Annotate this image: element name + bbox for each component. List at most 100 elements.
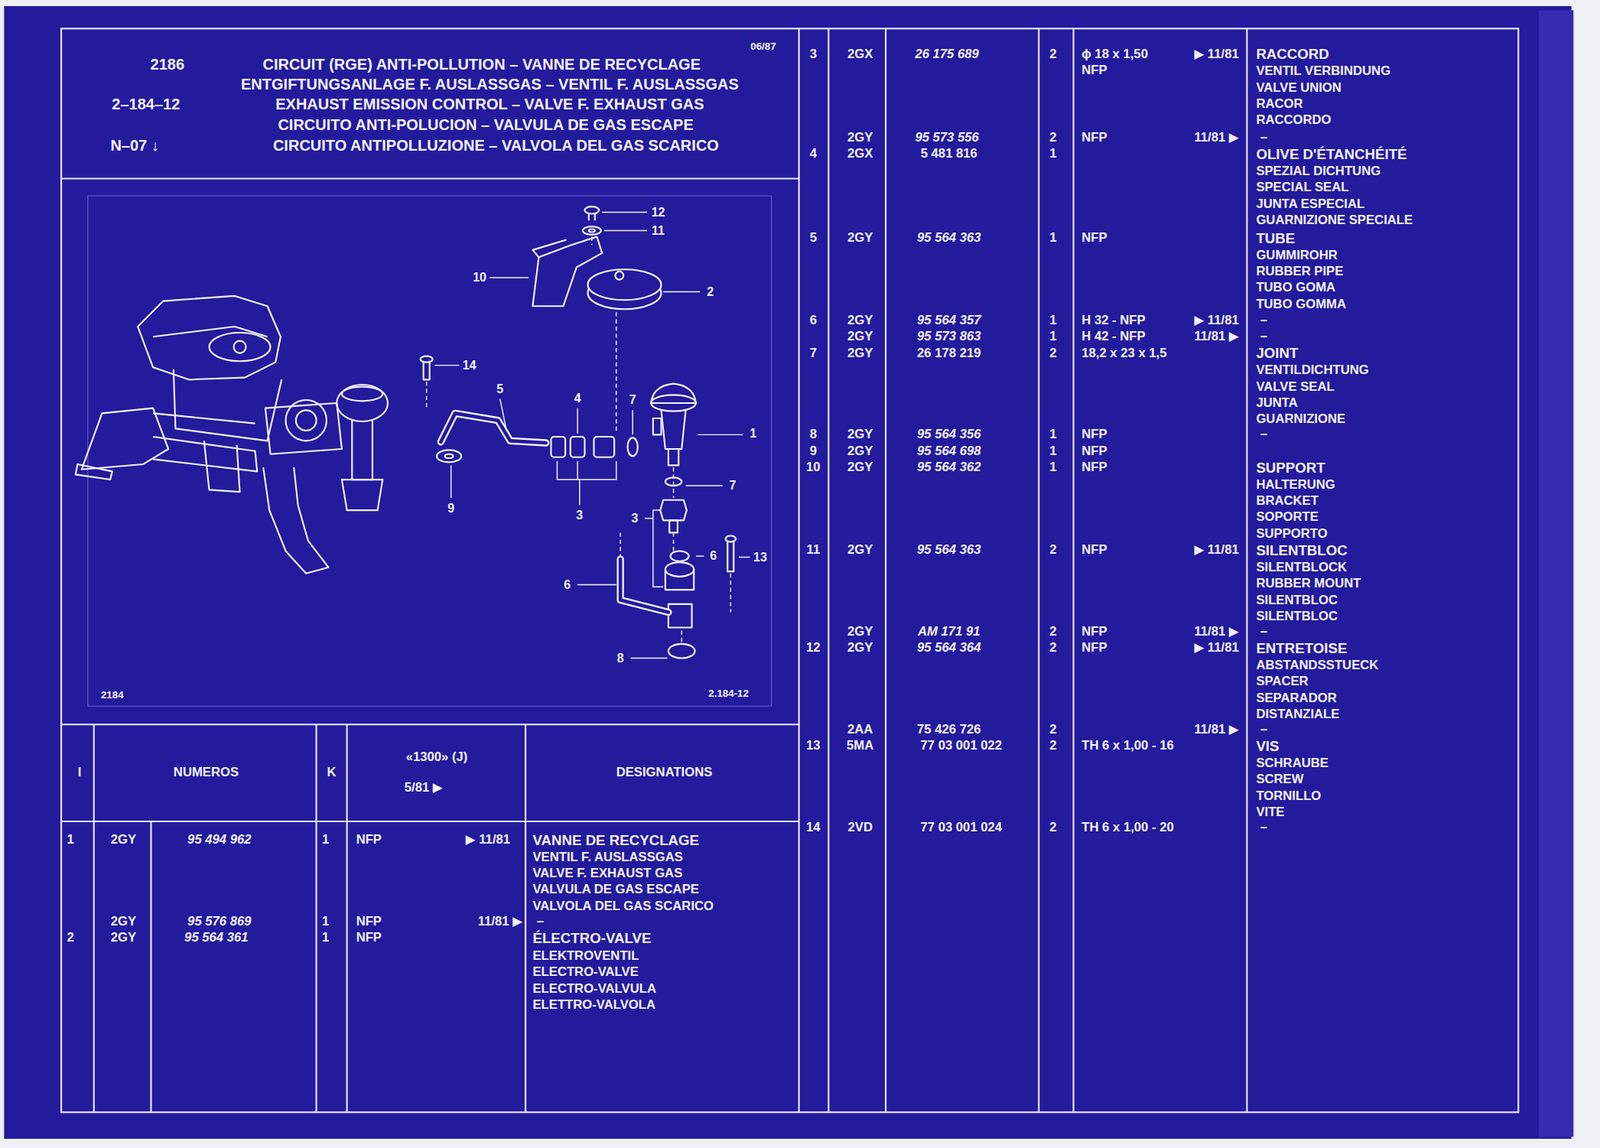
table-cell: DESIGNATIONS (616, 766, 713, 780)
table-cell: TH 6 x 1,00 - 20 (1081, 821, 1174, 835)
callout-number: 11 (651, 224, 665, 238)
table-cell: GUARNIZIONE SPECIALE (1255, 214, 1413, 228)
table-cell: 95 564 364 (917, 641, 981, 655)
table-cell: – (1260, 330, 1268, 344)
table-cell: 2GY (847, 330, 873, 344)
table-cell: K (327, 766, 337, 780)
table-cell: 1 (321, 833, 329, 847)
table-cell: 95 564 356 (917, 428, 981, 442)
table-cell: 2 (1049, 346, 1057, 360)
callout-number: 8 (617, 652, 625, 665)
table-cell: 2GY (847, 131, 873, 145)
table-cell: 5MA (846, 739, 874, 753)
table-cell: 1 (1049, 314, 1057, 328)
table-cell: SCHRAUBE (1255, 757, 1329, 771)
table-cell: 2 (1049, 821, 1057, 835)
reference-code: 2.184-12 (708, 689, 749, 700)
table-cell: 95 564 363 (917, 543, 981, 557)
table-cell: 95 564 363 (917, 231, 981, 245)
table-cell: SILENTBLOC (1255, 610, 1338, 624)
table-cell: 2GY (847, 444, 873, 458)
table-cell: RACCORD (1255, 46, 1329, 62)
table-cell: 1 (1049, 147, 1057, 161)
table-cell: – (1260, 625, 1268, 639)
table-cell: «1300» (J) (406, 751, 469, 765)
table-cell: TUBE (1255, 230, 1295, 246)
table-cell: DISTANZIALE (1255, 708, 1340, 722)
table-cell: ▶ 11/81 (1193, 543, 1239, 557)
table-cell: VENTILDICHTUNG (1255, 364, 1369, 378)
table-cell: OLIVE D'ÉTANCHÉITÉ (1255, 146, 1407, 162)
callout-number: 12 (651, 206, 666, 219)
callout-number: 7 (728, 479, 736, 492)
table-cell: NFP (356, 931, 382, 945)
callout-number: 3 (630, 512, 638, 525)
table-cell: 1 (321, 931, 329, 945)
table-cell: RUBBER MOUNT (1255, 577, 1361, 591)
table-cell: 2GY (847, 231, 873, 245)
table-cell: NFP (1081, 131, 1107, 145)
table-cell: 26 178 219 (917, 346, 981, 360)
table-cell: I (78, 766, 82, 780)
table-cell: 26 175 689 (914, 47, 979, 61)
header-text: ENTGIFTUNGSANLAGE F. AUSLASSGAS – VENTIL… (240, 75, 739, 92)
callout-number: 2 (706, 286, 714, 299)
table-cell: 2 (1049, 131, 1057, 145)
table-cell: ELETTRO-VALVOLA (532, 998, 656, 1012)
table-cell: VALVE SEAL (1255, 380, 1334, 394)
table-cell: 95 564 362 (917, 461, 981, 475)
table-cell: – (1260, 723, 1268, 737)
table-cell: NFP (1081, 625, 1107, 639)
table-cell: 11/81 ▶ (1193, 625, 1239, 639)
table-cell: VALVULA DE GAS ESCAPE (532, 883, 699, 897)
table-cell: NFP (1081, 444, 1107, 458)
table-cell: – (1260, 428, 1268, 442)
table-cell: 2GY (110, 833, 137, 847)
table-cell: TUBO GOMA (1255, 281, 1336, 295)
table-cell: ABSTANDSSTUECK (1255, 659, 1379, 673)
table-cell: SPACER (1255, 675, 1308, 689)
table-cell: 2GY (110, 931, 137, 945)
table-cell: 77 03 001 022 (920, 739, 1002, 753)
callout-number: 13 (753, 550, 768, 563)
header-text: 2–184–12 (111, 96, 180, 112)
table-cell: 1 (1049, 428, 1057, 442)
table-cell: 77 03 001 024 (920, 821, 1002, 835)
table-cell: 11 (806, 543, 821, 557)
callout-number: 6 (709, 549, 717, 563)
table-cell: 2 (1049, 723, 1057, 737)
table-cell: ▶ 11/81 (465, 833, 511, 847)
table-cell: 1 (1049, 444, 1057, 458)
header-text: EXHAUST EMISSION CONTROL – VALVE F. EXHA… (275, 96, 704, 112)
table-cell: ▶ 11/81 (1193, 641, 1239, 655)
table-cell: ϕ 18 x 1,50 (1081, 47, 1148, 61)
table-cell: 5 481 816 (920, 147, 978, 161)
table-cell: VALVE UNION (1255, 81, 1342, 95)
table-cell: 13 (806, 739, 821, 753)
table-cell: 2GX (847, 47, 873, 61)
table-cell: VENTIL F. AUSLASSGAS (532, 850, 683, 864)
table-cell: 95 564 361 (184, 931, 248, 945)
table-cell: VITE (1255, 806, 1285, 820)
table-cell: 10 (806, 461, 821, 475)
table-cell: 4 (809, 147, 817, 161)
table-cell: 1 (66, 833, 74, 847)
table-cell: VANNE DE RECYCLAGE (532, 832, 700, 848)
callout-number: 10 (472, 271, 487, 284)
table-cell: 2 (1049, 47, 1057, 61)
callout-number: 1 (749, 427, 757, 440)
table-cell: 11/81 ▶ (478, 914, 523, 928)
table-cell: ▶ 11/81 (1193, 47, 1239, 61)
table-cell: 1 (321, 914, 329, 928)
table-cell: RACCORDO (1255, 113, 1331, 127)
table-cell: NFP (1081, 231, 1107, 245)
table-cell: SOPORTE (1255, 510, 1319, 524)
table-cell: JOINT (1255, 345, 1298, 361)
table-cell: 2GY (847, 641, 873, 655)
table-cell: GUMMIROHR (1255, 248, 1338, 262)
callout-number: 6 (563, 578, 571, 591)
table-cell: 1 (1049, 231, 1057, 245)
header-text: CIRCUITO ANTIPOLLUZIONE – VALVOLA DEL GA… (273, 136, 719, 153)
callout-number: 5 (496, 382, 504, 395)
